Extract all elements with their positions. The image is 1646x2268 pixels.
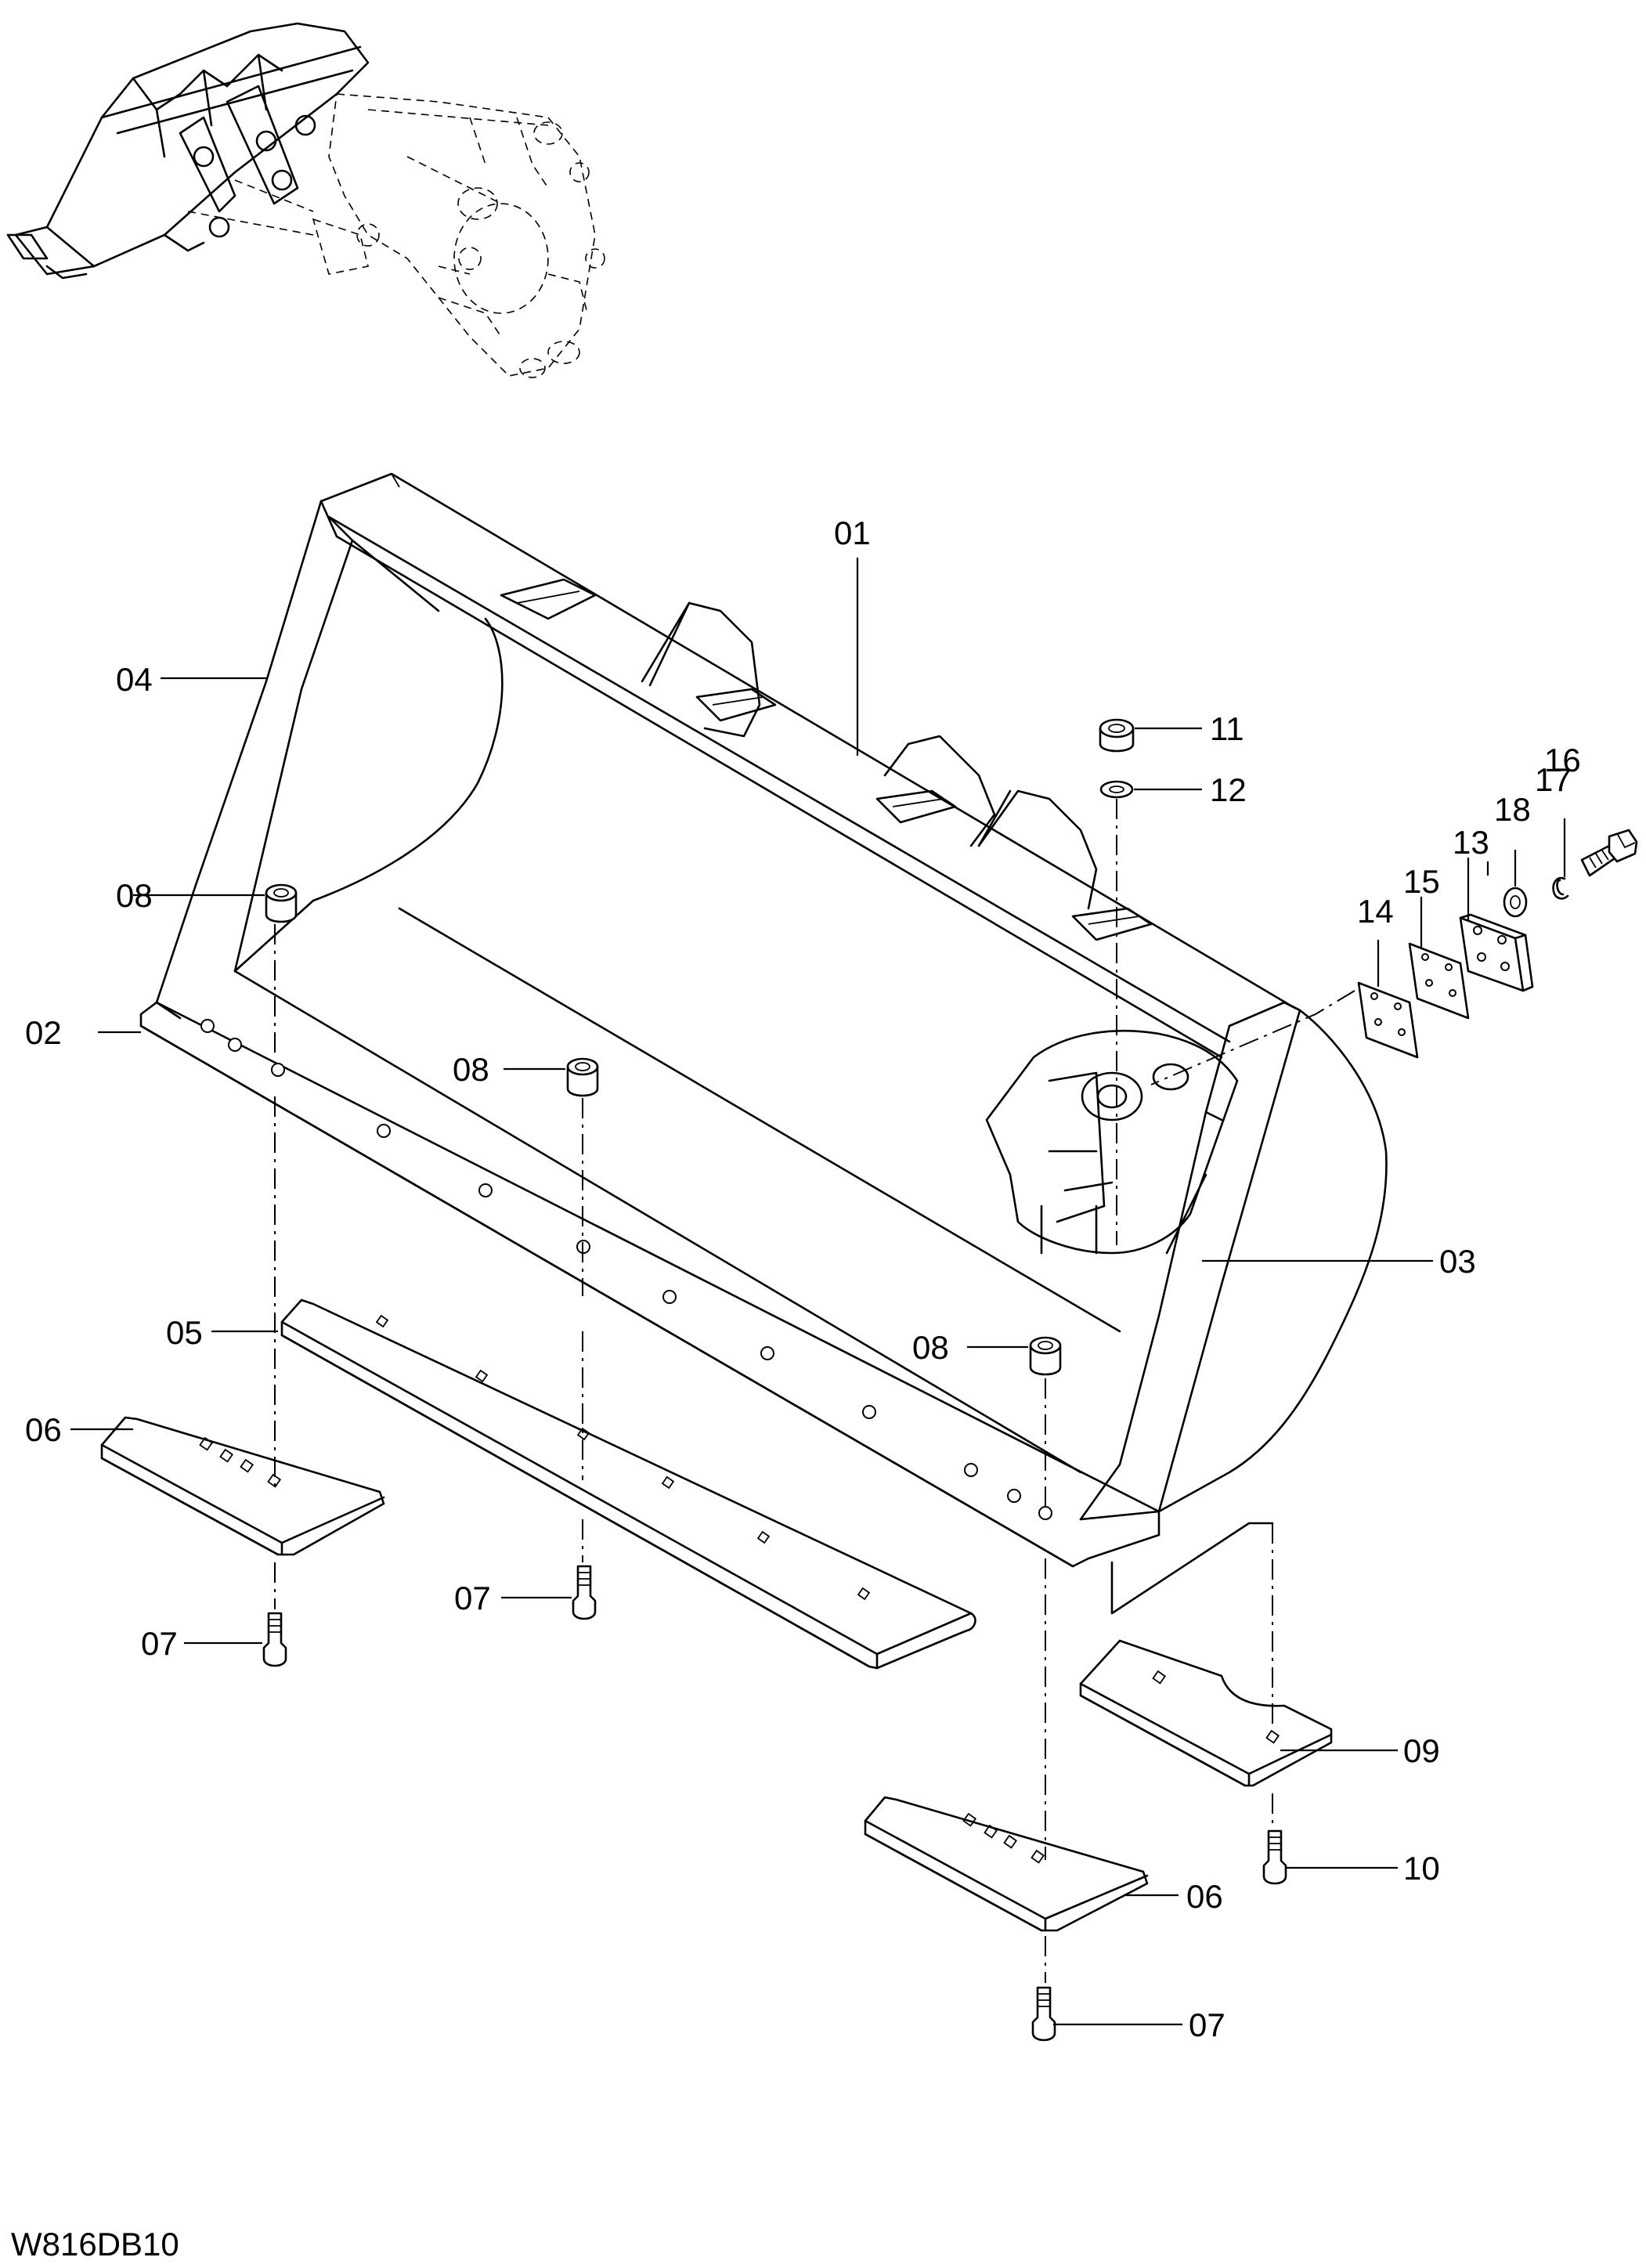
callout-03: 03 xyxy=(1439,1243,1476,1280)
callout-07-right: 07 xyxy=(1189,2006,1225,2043)
callout-01: 01 xyxy=(834,515,871,551)
callout-06-left: 06 xyxy=(25,1411,62,1448)
callout-10: 10 xyxy=(1403,1850,1440,1887)
washer-12 xyxy=(1099,780,1134,799)
callout-02: 02 xyxy=(25,1014,62,1051)
assembly-center-lines xyxy=(274,799,1355,1983)
callout-11: 11 xyxy=(1210,710,1244,747)
shim-plate-14 xyxy=(1357,981,1419,1059)
bolt-07-left xyxy=(262,1612,287,1667)
callout-07-left: 07 xyxy=(141,1625,178,1662)
callout-08-right: 08 xyxy=(912,1329,949,1366)
washer-18 xyxy=(1503,887,1528,918)
callout-17: 17 xyxy=(1535,761,1572,798)
callout-04: 04 xyxy=(116,661,153,698)
bolt-07-right xyxy=(1031,1986,1056,2042)
side-cutter-06-right xyxy=(864,1796,1149,1932)
callout-15: 15 xyxy=(1403,863,1440,900)
drawing-code: W816DB10 xyxy=(11,2226,179,2263)
machine-overview-thumbnail xyxy=(6,22,605,378)
callout-13: 13 xyxy=(1453,824,1489,861)
callout-08-center: 08 xyxy=(453,1051,489,1088)
corner-piece-09 xyxy=(1079,1639,1333,1787)
callout-07-center: 07 xyxy=(454,1580,491,1616)
leader-lines xyxy=(70,558,1566,2026)
nut-08-center xyxy=(566,1057,599,1097)
bolt-16 xyxy=(1580,829,1638,877)
callout-09: 09 xyxy=(1403,1732,1440,1769)
callout-18: 18 xyxy=(1494,791,1531,828)
bucket-assembly xyxy=(139,472,1388,1568)
callout-08-left: 08 xyxy=(116,877,153,914)
callout-05: 05 xyxy=(166,1314,203,1351)
cutting-edge-bolt-holes xyxy=(200,1019,1052,1520)
side-cutter-06-left xyxy=(100,1416,385,1556)
callout-16: 16 xyxy=(1544,742,1581,778)
nut-08-left xyxy=(265,883,298,923)
nut-08-right xyxy=(1029,1336,1062,1376)
callout-labels: 01 02 04 03 05 06 06 07 07 07 08 08 08 0… xyxy=(25,515,1581,2043)
bolt-10 xyxy=(1262,1829,1287,1885)
center-cutting-edge-05 xyxy=(280,1298,976,1670)
plate-13 xyxy=(1459,913,1534,992)
bucket-end-plate-left xyxy=(155,500,323,1004)
callout-06-right: 06 xyxy=(1186,1878,1223,1915)
bolt-07-center xyxy=(572,1565,597,1620)
bucket-side-plate-right xyxy=(1157,1001,1388,1513)
callout-12: 12 xyxy=(1210,771,1247,808)
nut-11 xyxy=(1099,718,1135,753)
bucket-end-plate-right xyxy=(1157,1001,1301,1513)
snap-ring-17 xyxy=(1552,876,1569,900)
shim-plate-15 xyxy=(1408,942,1470,1020)
callout-14: 14 xyxy=(1357,893,1394,930)
